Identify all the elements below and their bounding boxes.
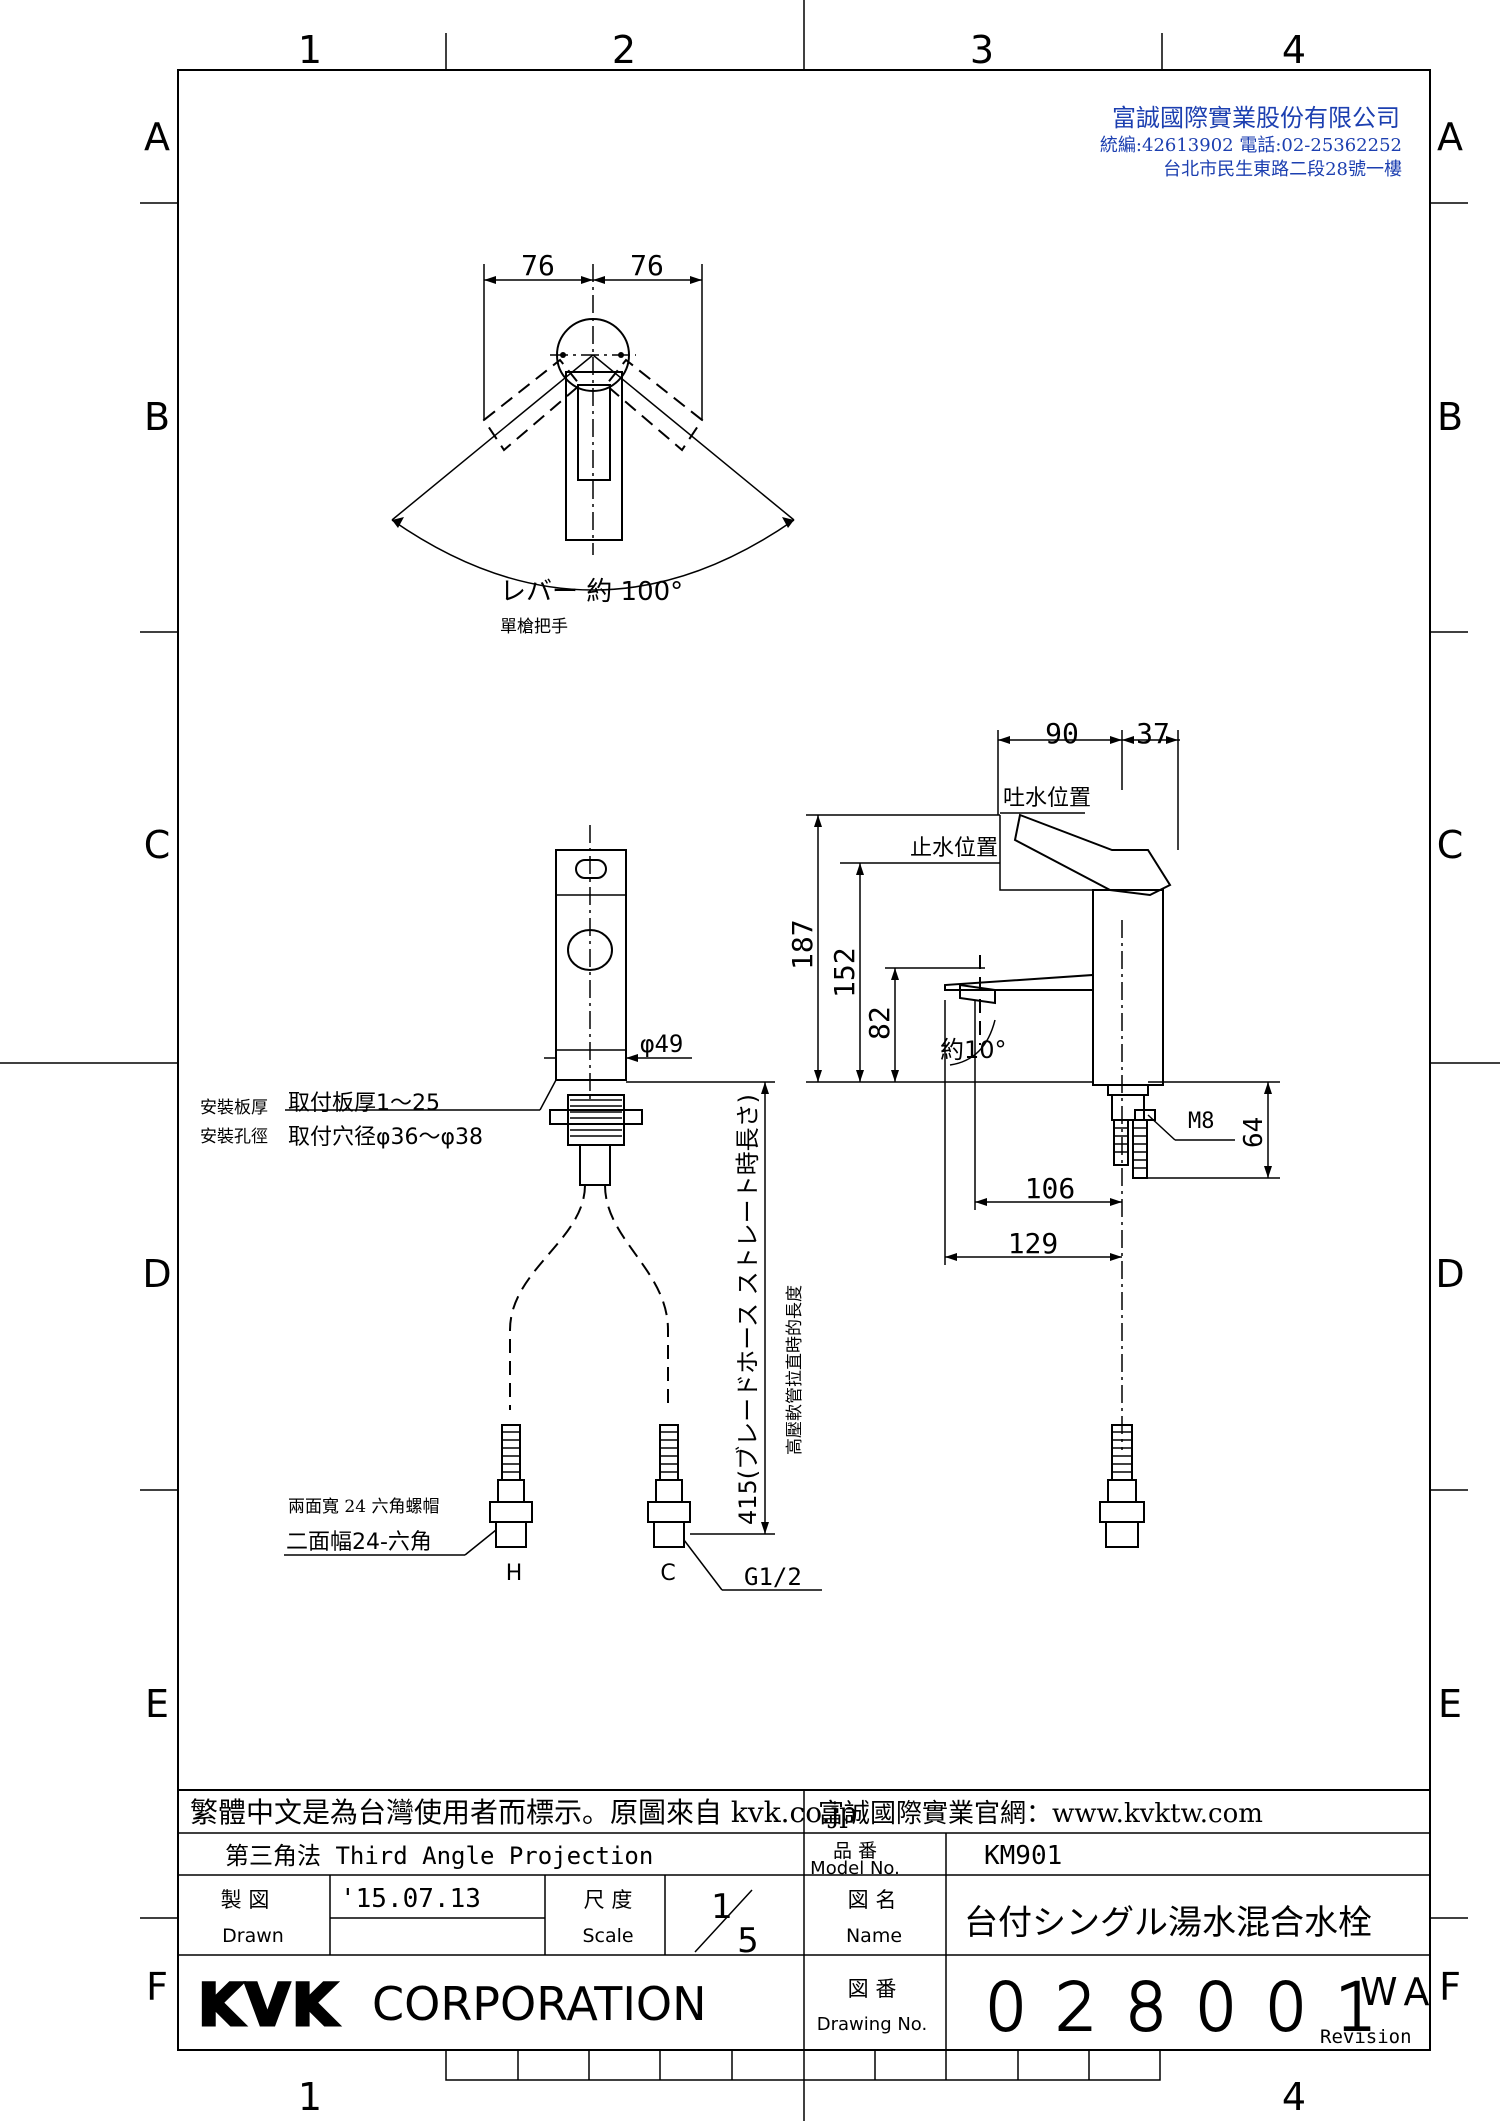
col-label: 1 bbox=[298, 2075, 322, 2119]
revision-code: WA bbox=[1360, 1970, 1438, 2014]
spout-stop-label: 止水位置 bbox=[910, 836, 998, 861]
thread-m8: M8 bbox=[1188, 1109, 1215, 1134]
row-label: B bbox=[144, 395, 170, 439]
lever-angle: レバー 約 100° bbox=[500, 577, 683, 607]
dim-106: 106 bbox=[1025, 1172, 1076, 1205]
hex-label: 二面幅24-六角 bbox=[286, 1530, 432, 1555]
projection: 第三角法 Third Angle Projection bbox=[225, 1842, 653, 1870]
scale-denominator: 5 bbox=[737, 1921, 759, 1961]
drawing-number: 028001 bbox=[985, 1969, 1405, 2046]
row-label: D bbox=[1435, 1252, 1464, 1296]
scale-label-jp: 尺 度 bbox=[584, 1888, 633, 1912]
row-label: C bbox=[144, 823, 171, 867]
dim-diameter-49: φ49 bbox=[640, 1030, 683, 1058]
spout-top bbox=[565, 371, 623, 541]
name-label-en: Name bbox=[846, 1925, 902, 1947]
hot-label: H bbox=[506, 1561, 523, 1586]
dim-64: 64 bbox=[1239, 1117, 1269, 1148]
title-block: 繁體中文是為台灣使用者而標示。原圖來自 kvk.co.jp 富誠國際實業官網：w… bbox=[178, 1789, 1438, 2050]
model-value: KM901 bbox=[984, 1841, 1062, 1871]
scale-numerator: 1 bbox=[711, 1887, 733, 1927]
hex-note-zh: 兩面寬 24 六角螺帽 bbox=[288, 1497, 439, 1517]
scale-label-en: Scale bbox=[582, 1925, 633, 1947]
col-label: 4 bbox=[1282, 2075, 1306, 2119]
row-label: E bbox=[1438, 1682, 1462, 1726]
revision-label: Revision bbox=[1320, 2026, 1412, 2048]
spout-open-label: 吐水位置 bbox=[1003, 786, 1091, 811]
front-view: φ49 安裝板厚 取付板厚1～25 安裝孔徑 取付穴径φ36～φ38 415(ブ… bbox=[200, 825, 822, 1591]
name-label-jp: 図 名 bbox=[848, 1888, 897, 1912]
row-label: F bbox=[1439, 1965, 1461, 2009]
col-label: 4 bbox=[1282, 28, 1306, 72]
drawing-label-en: Drawing No. bbox=[817, 2014, 927, 2035]
dim-76-right: 76 bbox=[630, 249, 664, 282]
side-view: 90 37 吐水位置 止水位置 187 152 82 約10° M8 bbox=[786, 717, 1280, 1548]
model-label-jp: 品 番 bbox=[833, 1840, 877, 1862]
row-label: F bbox=[146, 1965, 168, 2009]
row-label: B bbox=[1437, 395, 1463, 439]
row-label: A bbox=[144, 115, 170, 159]
col-label: 2 bbox=[612, 28, 636, 72]
row-label: A bbox=[1437, 115, 1463, 159]
drawing-name: 台付シングル湯水混合水栓 bbox=[964, 1903, 1372, 1943]
company-name: CORPORATION bbox=[372, 1977, 707, 2031]
angle-label: 約10° bbox=[940, 1036, 1007, 1064]
col-label: 3 bbox=[970, 28, 994, 72]
distributor-stamp: 富誠國際實業股份有限公司 統編:42613902 電話:02-25362252 … bbox=[1100, 104, 1402, 180]
hose-length-label: 415(ブレードホース ストレート時長さ) bbox=[734, 1094, 762, 1525]
model-label-en: Model No. bbox=[810, 1858, 900, 1879]
dim-129: 129 bbox=[1008, 1227, 1059, 1260]
lever-side bbox=[1013, 813, 1172, 897]
dim-37: 37 bbox=[1136, 717, 1170, 750]
hose-note-zh: 高壓軟管拉直時的長度 bbox=[785, 1285, 805, 1455]
translation-note: 繁體中文是為台灣使用者而標示。原圖來自 kvk.co.jp bbox=[190, 1796, 857, 1829]
thread-label: G1/2 bbox=[744, 1563, 802, 1591]
cold-label: C bbox=[660, 1561, 675, 1586]
distributor-company: 富誠國際實業股份有限公司 bbox=[1112, 104, 1400, 132]
drawing-label-jp: 図 番 bbox=[848, 1977, 897, 2001]
lever-arc bbox=[391, 519, 795, 591]
row-label: E bbox=[145, 1682, 169, 1726]
lever-note: 單槍把手 bbox=[500, 617, 568, 637]
dim-187: 187 bbox=[786, 919, 819, 970]
dim-82: 82 bbox=[863, 1006, 896, 1040]
drawn-date: '15.07.13 bbox=[340, 1884, 481, 1914]
distributor-info: 統編:42613902 電話:02-25362252 bbox=[1100, 135, 1402, 156]
drawn-label-jp: 製 図 bbox=[221, 1888, 270, 1912]
plate-note-zh: 安裝板厚 bbox=[200, 1098, 268, 1118]
website: 富誠國際實業官網：www.kvktw.com bbox=[818, 1799, 1263, 1829]
kvk-logo: KVK bbox=[198, 1971, 339, 2039]
dim-90: 90 bbox=[1045, 717, 1079, 750]
drawn-label-en: Drawn bbox=[222, 1925, 284, 1947]
plate-thickness-label: 取付板厚1～25 bbox=[288, 1091, 440, 1116]
faucet-body-front bbox=[555, 849, 627, 1081]
grid-labels: 1 2 3 4 1 4 A B C D E F A B C D E F bbox=[142, 28, 1464, 2119]
faucet-body-side bbox=[1092, 889, 1164, 1086]
dim-76-left: 76 bbox=[521, 249, 555, 282]
distributor-address: 台北市民生東路二段28號一樓 bbox=[1163, 159, 1402, 180]
top-view: 76 76 レバー 約 100° 單槍把手 bbox=[391, 249, 795, 637]
dim-152: 152 bbox=[828, 947, 861, 998]
row-label: C bbox=[1437, 823, 1464, 867]
hole-diameter-label: 取付穴径φ36～φ38 bbox=[288, 1125, 483, 1150]
row-label: D bbox=[142, 1252, 171, 1296]
hole-note-zh: 安裝孔徑 bbox=[200, 1127, 268, 1147]
col-label: 1 bbox=[298, 28, 322, 72]
